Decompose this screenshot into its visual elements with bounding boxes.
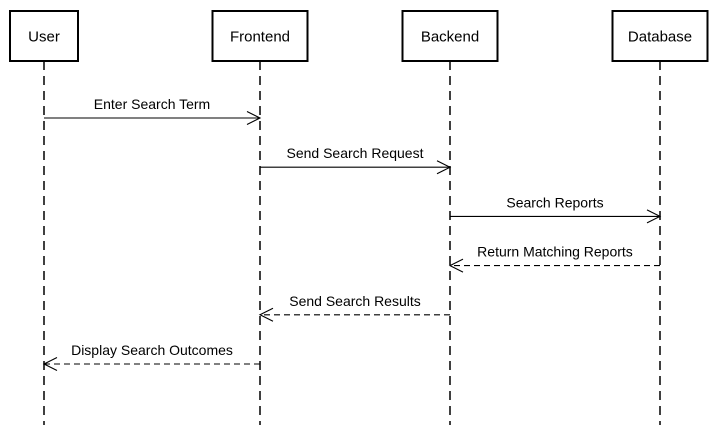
message-1: Enter Search Term (44, 96, 262, 125)
actor-box-frontend (211, 10, 309, 62)
message-2: Send Search Request (260, 145, 452, 175)
actor-label-user: User (28, 29, 60, 46)
actor-box-database (611, 10, 709, 62)
message-5: Send Search Results (258, 293, 450, 322)
actors: User Frontend Backend Database (9, 10, 709, 62)
message-label-5: Send Search Results (289, 293, 421, 309)
actor-box-user (9, 10, 79, 62)
actor-frontend[interactable]: Frontend (211, 10, 309, 62)
actor-label-database: Database (628, 29, 692, 46)
arrow-head-icon (646, 209, 662, 224)
message-label-6: Display Search Outcomes (71, 342, 233, 358)
actor-database[interactable]: Database (611, 10, 709, 62)
message-6: Display Search Outcomes (42, 342, 260, 371)
arrow-head-icon (436, 160, 452, 175)
arrow-head-icon (448, 258, 464, 273)
message-label-4: Return Matching Reports (477, 244, 633, 260)
actor-label-backend: Backend (421, 29, 479, 46)
message-label-1: Enter Search Term (94, 96, 210, 112)
actor-label-frontend: Frontend (230, 29, 290, 46)
arrow-head-icon (258, 307, 274, 322)
message-3: Search Reports (450, 194, 662, 224)
actor-box-backend (401, 10, 499, 62)
message-4: Return Matching Reports (448, 244, 660, 273)
actor-backend[interactable]: Backend (401, 10, 499, 62)
arrow-head-icon (42, 357, 58, 371)
arrow-head-icon (246, 111, 262, 125)
message-label-3: Search Reports (506, 194, 603, 210)
actor-user[interactable]: User (9, 10, 79, 62)
message-label-2: Send Search Request (287, 145, 424, 161)
